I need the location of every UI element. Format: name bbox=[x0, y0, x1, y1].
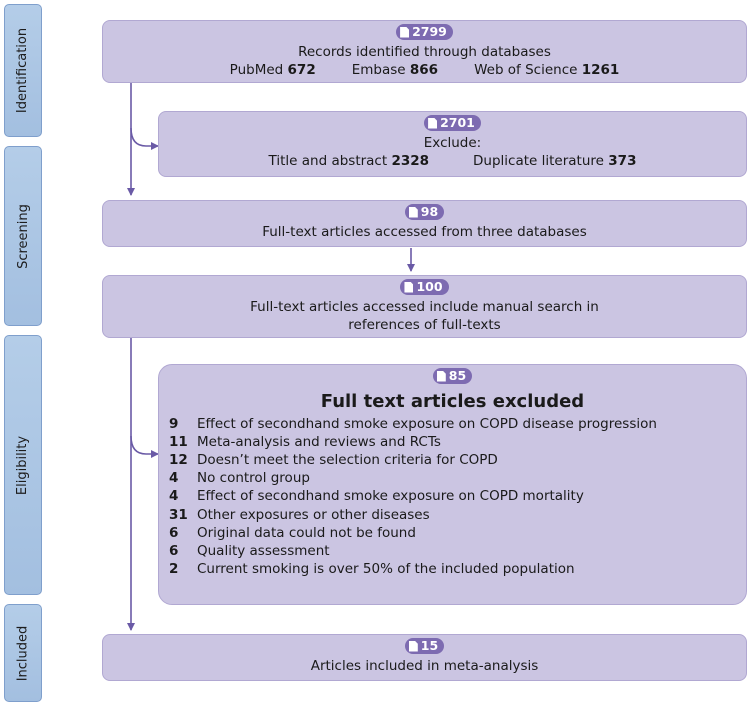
included-count: 15 bbox=[420, 638, 439, 653]
fulltext-excluded-title: Full text articles excluded bbox=[320, 390, 585, 412]
stage-included: Included bbox=[4, 604, 42, 702]
included-count-badge: 15 bbox=[404, 638, 445, 654]
fulltext-excluded-count-badge: 85 bbox=[432, 368, 473, 384]
stage-eligibility: Eligibility bbox=[4, 335, 42, 595]
included-label: Articles included in meta-analysis bbox=[310, 657, 539, 674]
records-label: Records identified through databases bbox=[298, 43, 551, 60]
reason-duplicate: Duplicate literature 373 bbox=[473, 152, 637, 169]
database-sources: PubMed 672 Embase 866 Web of Science 126… bbox=[103, 61, 746, 79]
fulltext-manual-box: 100 Full-text articles accessed include … bbox=[102, 275, 747, 338]
document-icon bbox=[436, 370, 446, 382]
exclusion-label: Exclude: bbox=[423, 134, 482, 151]
fulltext-manual-count-badge: 100 bbox=[400, 279, 449, 295]
document-icon bbox=[428, 117, 438, 129]
fulltext-excluded-count: 85 bbox=[448, 368, 467, 383]
stage-screening: Screening bbox=[4, 146, 42, 326]
exclusion-reasons: Title and abstract 2328 Duplicate litera… bbox=[159, 152, 746, 170]
fulltext-db-label: Full-text articles accessed from three d… bbox=[262, 223, 587, 240]
fulltext-databases-box: 98 Full-text articles accessed from thre… bbox=[102, 200, 747, 247]
records-count-badge: 2799 bbox=[396, 24, 453, 40]
fulltext-db-count-badge: 98 bbox=[404, 204, 445, 220]
records-count: 2799 bbox=[412, 24, 447, 39]
stage-identification: Identification bbox=[4, 4, 42, 137]
records-identified-box: 2799 Records identified through database… bbox=[102, 20, 747, 83]
document-icon bbox=[408, 640, 418, 652]
fulltext-manual-count: 100 bbox=[416, 279, 443, 294]
reason-title-abstract: Title and abstract 2328 bbox=[268, 152, 430, 169]
first-exclusion-box: 2701 Exclude: Title and abstract 2328 Du… bbox=[158, 111, 747, 177]
fulltext-manual-label-line1: Full-text articles accessed include manu… bbox=[250, 298, 599, 315]
arrow-to-first-exclusion bbox=[130, 127, 159, 150]
included-box: 15 Articles included in meta-analysis bbox=[102, 634, 747, 681]
document-icon bbox=[408, 206, 418, 218]
arrow-to-fulltext-exclusion bbox=[130, 435, 159, 458]
document-icon bbox=[404, 281, 414, 293]
exclusion-count: 2701 bbox=[440, 115, 475, 130]
source-embase: Embase 866 bbox=[351, 61, 439, 78]
exclusion-count-badge: 2701 bbox=[424, 115, 481, 131]
document-icon bbox=[400, 26, 410, 38]
fulltext-db-count: 98 bbox=[420, 204, 439, 219]
source-web-of-science: Web of Science 1261 bbox=[474, 61, 620, 78]
fulltext-manual-label-line2: references of full-texts bbox=[348, 316, 501, 333]
source-pubmed: PubMed 672 bbox=[229, 61, 316, 78]
